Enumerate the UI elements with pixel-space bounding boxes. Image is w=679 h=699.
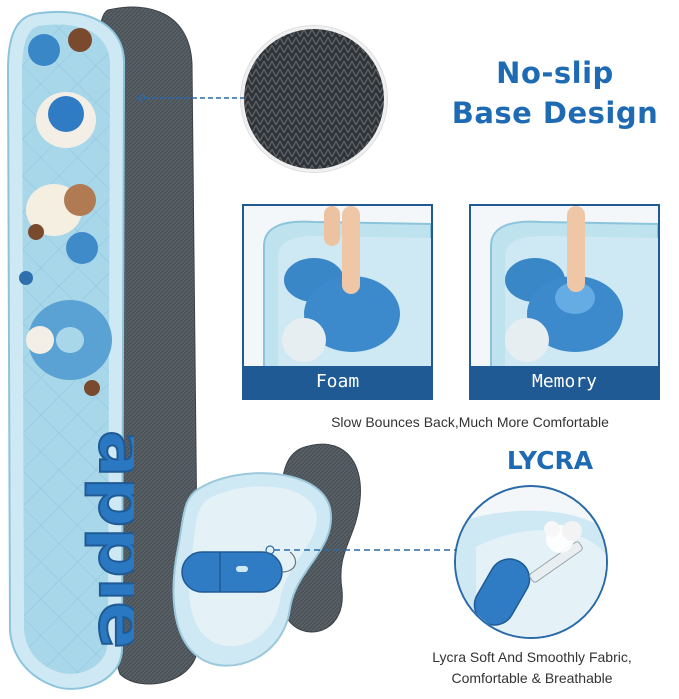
pad-lettering: apple xyxy=(83,430,134,649)
fabric-texture xyxy=(244,29,384,169)
foam-illustration xyxy=(263,206,431,368)
lycra-caption-line-2: Comfortable & Breathable xyxy=(451,670,613,686)
lycra-callout-line xyxy=(265,545,456,555)
foam-panel: Foam xyxy=(242,204,433,400)
memory-label: Memory xyxy=(471,366,658,398)
mouse-pad-top xyxy=(172,472,333,667)
brush-icon xyxy=(529,521,583,583)
memory-panel: Memory xyxy=(469,204,660,400)
fabric-callout-line xyxy=(136,94,244,102)
lycra-detail-circle xyxy=(454,485,608,639)
lycra-detail-illustration xyxy=(456,510,606,637)
headline-line-1: No-slip xyxy=(496,56,614,90)
lycra-caption-line-1: Lycra Soft And Smoothly Fabric, xyxy=(432,649,632,665)
foam-label: Foam xyxy=(244,366,431,398)
bounce-caption: Slow Bounces Back,Much More Comfortable xyxy=(331,414,609,430)
headline-line-2: Base Design xyxy=(451,96,659,130)
lycra-title: LYCRA xyxy=(506,446,594,475)
keyboard-rest-top: apple xyxy=(6,10,134,690)
memory-illustration xyxy=(490,206,658,368)
fabric-closeup-circle xyxy=(241,26,387,172)
